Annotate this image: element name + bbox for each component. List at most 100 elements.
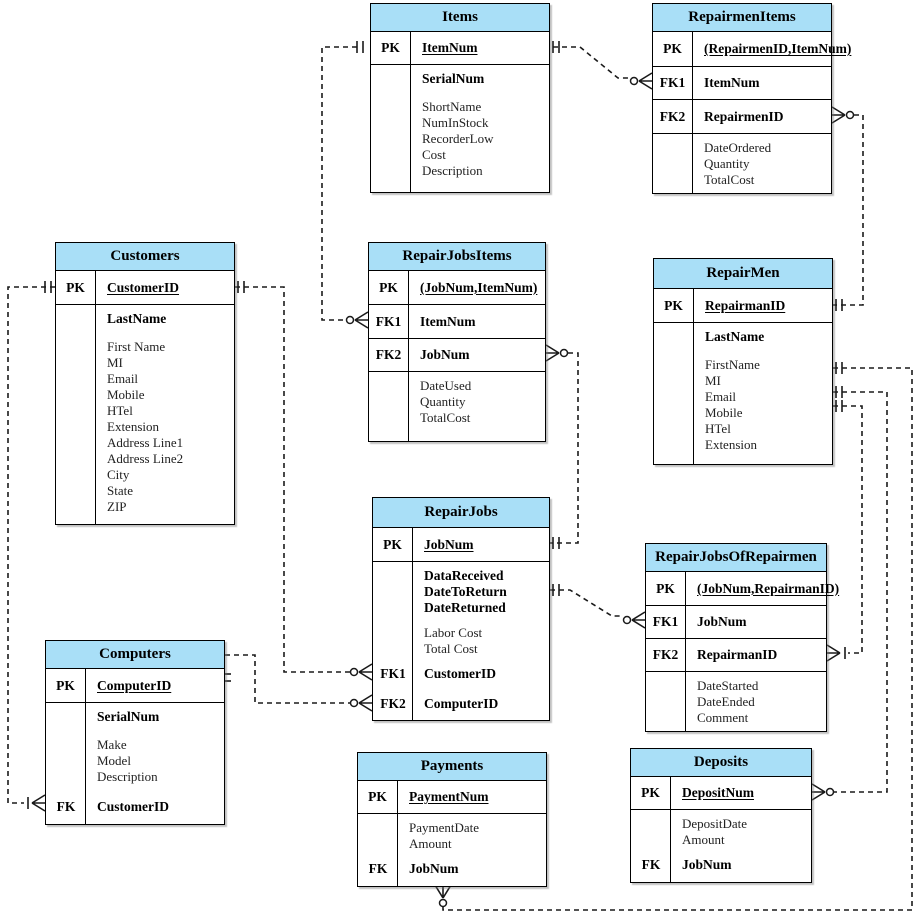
attribute-name: ComputerID xyxy=(424,696,499,711)
key-column: FK2 xyxy=(653,100,693,133)
attribute-name: Address Line1 xyxy=(107,435,184,450)
key-label: FK1 xyxy=(375,313,402,329)
attribute-name: NumInStock xyxy=(422,115,489,130)
entity-title: Payments xyxy=(358,753,546,781)
attribute-row: Description xyxy=(422,163,545,179)
attribute-name: DateOrdered xyxy=(704,140,772,155)
attribute-name: Comment xyxy=(697,710,749,725)
attribute-name: SerialNum xyxy=(422,71,485,86)
attribute-row: (JobNum,ItemNum) xyxy=(420,280,537,296)
attribute-name: TotalCost xyxy=(704,172,755,187)
key-column xyxy=(371,65,411,192)
attribute-name: FirstName xyxy=(705,357,760,372)
key-column xyxy=(654,323,694,464)
key-column: PK xyxy=(646,572,686,605)
attribute-name: Description xyxy=(97,769,158,784)
attribute-name: HTel xyxy=(107,403,133,418)
key-label: FK1 xyxy=(380,666,406,681)
relationship-repairmen-repairmenitems xyxy=(831,106,864,311)
key-section-fk2: FK2 RepairmenID xyxy=(653,99,831,133)
attribute-row: Email xyxy=(107,371,230,387)
attribute-row: ItemNum xyxy=(422,40,478,56)
attribute-name: CustomerID xyxy=(97,799,169,814)
attribute-name: (JobNum,RepairmanID) xyxy=(697,580,840,596)
attribute-name: RepairmanID xyxy=(705,297,786,313)
attribute-row: ZIP xyxy=(107,499,230,515)
key-column: FK1 xyxy=(653,67,693,99)
key-section-fk1: FK1 JobNum xyxy=(646,605,826,638)
attribute-name: DateUsed xyxy=(420,378,472,393)
attribute-name: RepairmanID xyxy=(697,647,778,662)
key-label: PK xyxy=(656,580,675,596)
attribute-row: HTel xyxy=(705,421,828,437)
key-column xyxy=(369,372,409,441)
relationship-repairjobs-repairjobsofrepairmen xyxy=(550,584,646,629)
attribute-row: (JobNum,RepairmanID) xyxy=(697,581,839,597)
key-label: FK xyxy=(56,799,76,814)
attribute-row: RepairmanID xyxy=(697,647,777,663)
attribute-name: JobNum xyxy=(409,861,459,876)
attribute-name: Mobile xyxy=(705,405,743,420)
key-section-fk1: FK1 ItemNum xyxy=(369,304,545,338)
attribute-row: Description xyxy=(97,769,220,785)
attribute-name: RepairmenID xyxy=(704,108,784,124)
attribute-name: Extension xyxy=(705,437,757,452)
attribute-name: Address Line2 xyxy=(107,451,184,466)
attribute-row: ComputerID xyxy=(97,678,171,694)
attribute-row: Amount xyxy=(409,836,542,852)
attribute-row: Make xyxy=(97,737,220,753)
key-label: FK xyxy=(368,861,388,876)
attribute-row: JobNum xyxy=(420,347,470,363)
attribute-name: Amount xyxy=(682,832,725,847)
attribute-name: LastName xyxy=(107,311,167,326)
attribute-name: First Name xyxy=(107,339,166,354)
key-section-pk: PK (JobNum,RepairmanID) xyxy=(646,572,839,605)
attribute-row: Labor Cost xyxy=(424,625,545,641)
key-label: PK xyxy=(381,40,400,55)
key-column xyxy=(46,703,86,824)
attribute-row: RecorderLow xyxy=(422,131,545,147)
key-column: PK xyxy=(358,781,398,813)
attribute-name: Cost xyxy=(422,147,446,162)
attribute-row: TotalCost xyxy=(704,172,827,188)
attribute-row: JobNum xyxy=(424,537,474,553)
attribute-name: DepositNum xyxy=(682,785,755,800)
attribute-row: JobNum xyxy=(697,614,747,630)
attribute-name: DateReturned xyxy=(424,600,506,615)
key-column: PK xyxy=(653,32,693,66)
attribute-name: DataReceived xyxy=(424,568,504,583)
attribute-row: PaymentDate xyxy=(409,820,542,836)
key-column: PK xyxy=(373,528,413,561)
key-label: PK xyxy=(56,677,75,693)
key-section-pk: PK JobNum xyxy=(373,528,549,561)
attribute-name: Email xyxy=(107,371,139,386)
key-column: PK xyxy=(46,669,86,702)
attribute-row: RepairmenID xyxy=(704,109,784,125)
attribute-row: Model xyxy=(97,753,220,769)
key-column xyxy=(631,810,671,882)
attribute-name: LastName xyxy=(705,329,765,344)
key-column: FK1 xyxy=(646,606,686,638)
attribute-row: ItemNum xyxy=(420,314,476,330)
key-column xyxy=(358,814,398,886)
attribute-name: CustomerID xyxy=(107,279,179,295)
key-section-pk: PK(RepairmenID,ItemNum) xyxy=(653,32,851,66)
attribute-name: Description xyxy=(422,163,483,178)
key-column xyxy=(56,305,96,524)
key-label: PK xyxy=(379,279,398,295)
attribute-name: ItemNum xyxy=(422,40,478,55)
key-column: PK xyxy=(654,289,694,322)
key-label: FK1 xyxy=(659,75,686,90)
